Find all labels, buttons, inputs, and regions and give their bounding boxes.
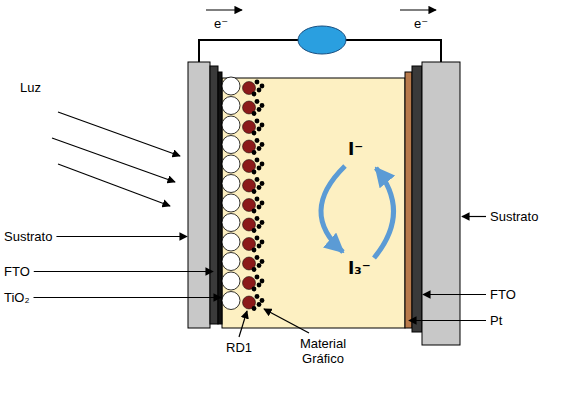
graphitic-dot — [252, 228, 257, 233]
tio2-particle — [222, 233, 240, 251]
graphitic-dot — [255, 255, 260, 260]
fto-layer — [412, 66, 422, 332]
graphitic-dot — [252, 92, 257, 97]
graphitic-dot — [257, 185, 262, 190]
graphitic-dot — [260, 123, 265, 128]
graphitic-dot — [252, 111, 257, 116]
tio2-particle — [222, 214, 240, 232]
graphitic-dot — [260, 279, 265, 284]
graphitic-dot — [260, 259, 265, 264]
tio2-particle — [222, 77, 240, 95]
graphitic-dot — [255, 80, 260, 85]
graphitic-dot — [257, 166, 262, 171]
graphitic-dot — [255, 138, 260, 143]
tio2-particle — [222, 136, 240, 154]
substrate-layer — [188, 62, 210, 328]
graphitic-dot — [257, 205, 262, 210]
redox-arrow — [374, 168, 394, 258]
tio2-particle — [222, 272, 240, 290]
graphitic-dot — [255, 177, 260, 182]
fto-edge — [218, 72, 222, 324]
leader-arrow — [423, 294, 486, 295]
graphitic-dot — [260, 103, 265, 108]
tio2-particle — [222, 292, 240, 310]
graphitic-dot — [257, 302, 262, 307]
electron-arrow — [206, 9, 242, 10]
part-name: Material Gráfico — [286, 336, 360, 366]
graphitic-dot — [260, 84, 265, 89]
part-name: TiO₂ — [4, 290, 30, 305]
graphitic-dot — [257, 224, 262, 229]
part-name: FTO — [490, 287, 516, 302]
graphitic-dot — [257, 88, 262, 93]
graphitic-dot — [260, 220, 265, 225]
graphitic-dot — [252, 287, 257, 292]
electrolyte-region — [222, 78, 405, 328]
leader-arrow — [34, 271, 213, 272]
graphitic-dot — [252, 267, 257, 272]
light-ray — [58, 112, 180, 156]
substrate-layer — [422, 62, 460, 345]
graphitic-dot — [255, 197, 260, 202]
graphitic-dot — [252, 189, 257, 194]
tio2-particle — [222, 155, 240, 173]
graphitic-dot — [252, 170, 257, 175]
graphitic-dot — [255, 99, 260, 104]
leader-arrow — [56, 236, 187, 237]
graphitic-dot — [257, 244, 262, 249]
graphitic-dot — [252, 306, 257, 311]
part-name: Pt — [490, 313, 502, 328]
graphitic-dot — [255, 275, 260, 280]
light-ray — [52, 138, 175, 182]
graphitic-dot — [252, 131, 257, 136]
graphitic-dot — [255, 119, 260, 124]
fto-layer — [210, 66, 218, 324]
graphitic-dot — [257, 146, 262, 151]
light-ray — [58, 164, 170, 206]
leader-arrow — [462, 216, 486, 217]
part-name: Sustrato — [4, 229, 52, 244]
light-label: Luz — [20, 80, 41, 95]
graphitic-dot — [255, 216, 260, 221]
leader-arrow — [409, 320, 486, 321]
graphitic-dot — [255, 294, 260, 299]
electron-label: e⁻ — [414, 16, 428, 31]
graphitic-dot — [260, 142, 265, 147]
load-symbol — [298, 26, 346, 54]
graphitic-dot — [252, 248, 257, 253]
part-name: RD1 — [226, 340, 252, 355]
graphitic-dot — [260, 201, 265, 206]
part-name: Sustrato — [490, 209, 538, 224]
leader-arrow — [34, 297, 221, 298]
graphitic-dot — [257, 263, 262, 268]
electrolyte-box: I⁻ I₃⁻ — [222, 78, 405, 328]
electron-label: e⁻ — [214, 16, 228, 31]
tio2-particle — [222, 253, 240, 271]
graphitic-dot — [260, 298, 265, 303]
graphitic-dot — [260, 181, 265, 186]
graphitic-dot — [257, 127, 262, 132]
graphitic-dot — [255, 236, 260, 241]
graphitic-dot — [260, 162, 265, 167]
platinum-layer — [405, 72, 412, 328]
graphitic-dot — [260, 240, 265, 245]
part-name: FTO — [4, 264, 30, 279]
graphitic-dot — [252, 209, 257, 214]
tio2-particle — [222, 116, 240, 134]
graphitic-dot — [255, 158, 260, 163]
tio2-particle — [222, 175, 240, 193]
leader-arrow — [264, 309, 309, 333]
leader-arrow — [239, 311, 247, 337]
graphitic-dot — [257, 283, 262, 288]
ion-label: I₃⁻ — [348, 259, 371, 278]
ion-label: I⁻ — [348, 140, 363, 159]
electron-arrow — [400, 9, 436, 10]
tio2-particle — [222, 194, 240, 212]
graphitic-dot — [257, 107, 262, 112]
graphitic-dot — [252, 150, 257, 155]
tio2-particle — [222, 97, 240, 115]
redox-arrow — [321, 166, 345, 252]
